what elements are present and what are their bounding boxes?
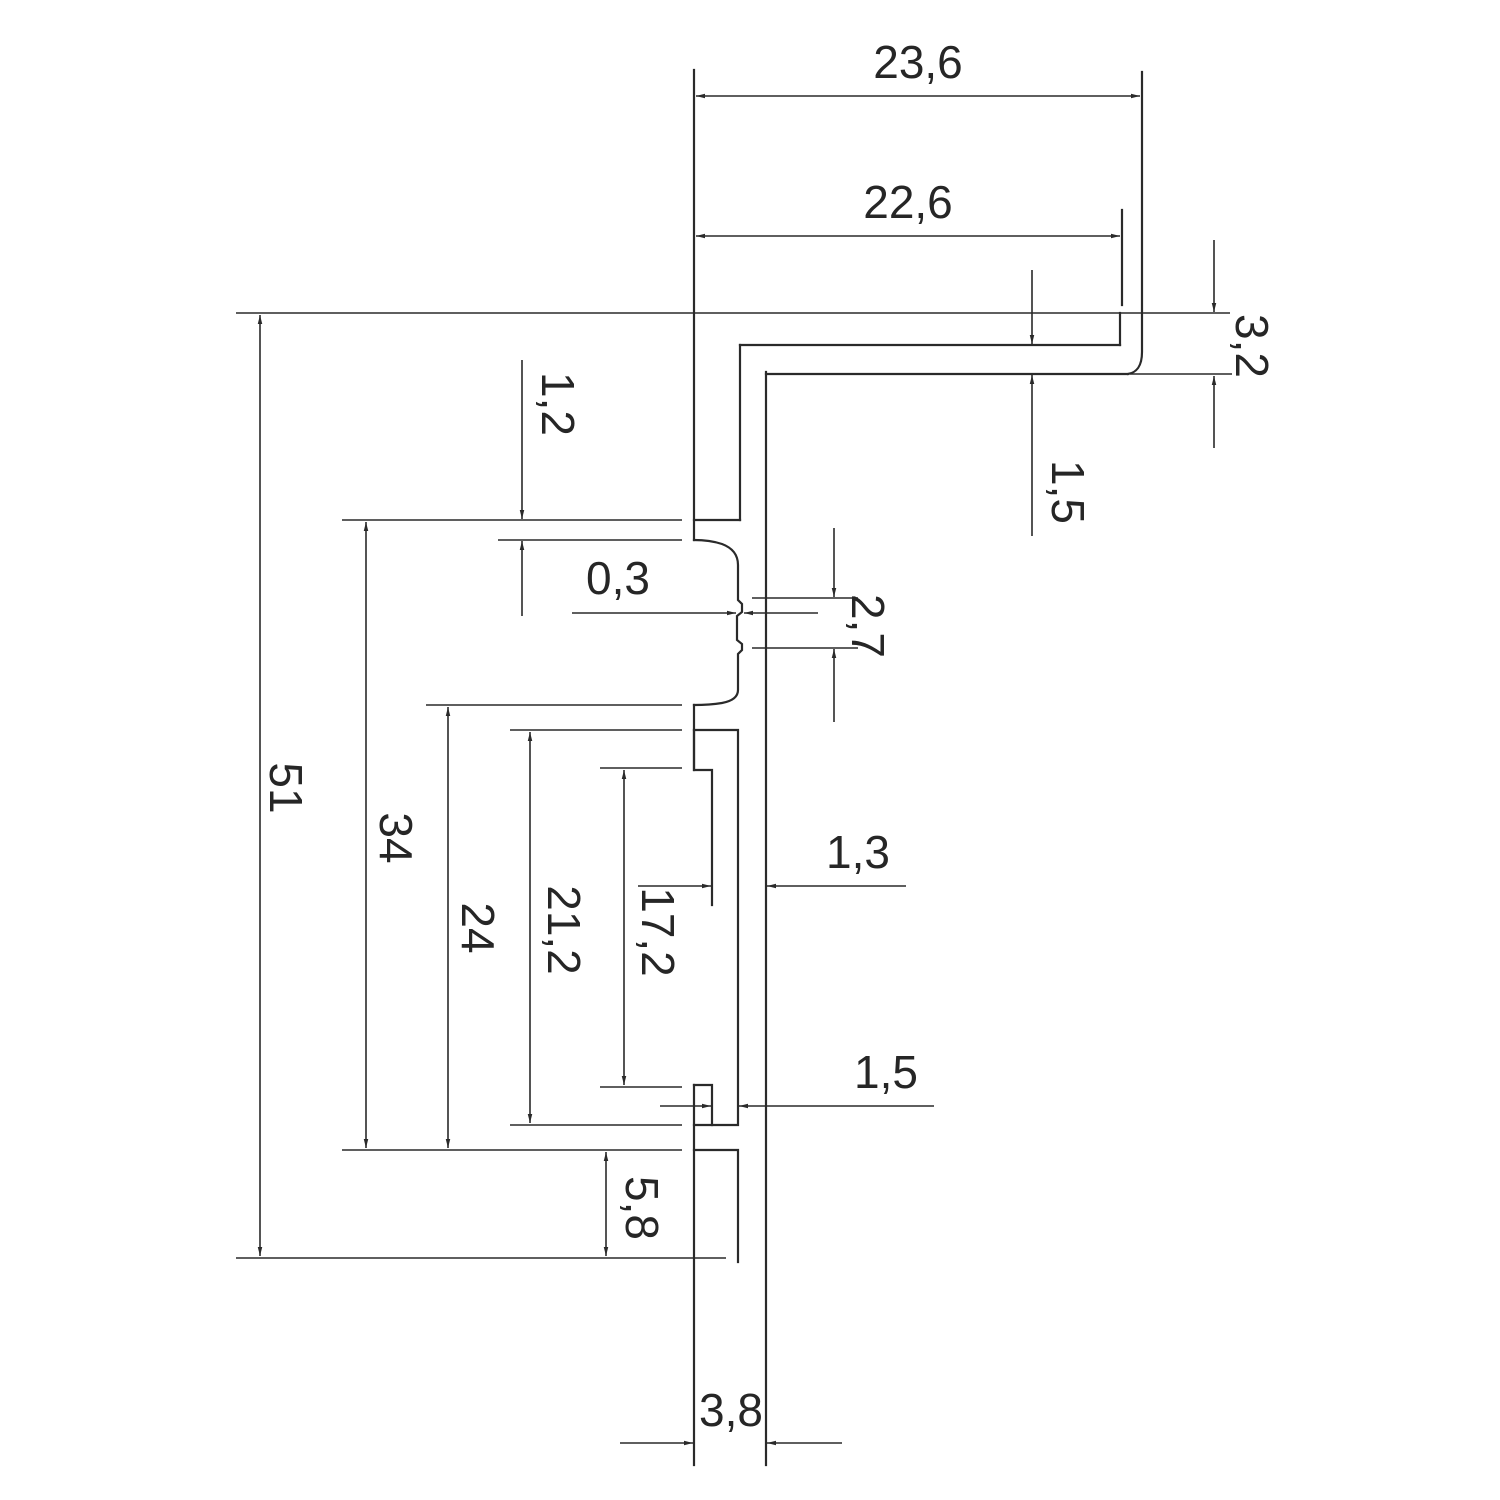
profile-outline bbox=[692, 68, 1144, 1467]
dimension-lines bbox=[257, 93, 1217, 1446]
extension-lines bbox=[236, 312, 1232, 1259]
label-1-3: 1,3 bbox=[826, 826, 890, 878]
dimension-labels: 23,6 22,6 3,2 1,5 1,2 0,3 2,7 51 34 24 2… bbox=[260, 36, 1278, 1436]
label-0-3: 0,3 bbox=[586, 552, 650, 604]
label-17-2: 17,2 bbox=[632, 887, 684, 977]
label-1-5-flange: 1,5 bbox=[1042, 460, 1094, 524]
label-1-5-wall: 1,5 bbox=[854, 1046, 918, 1098]
label-23-6: 23,6 bbox=[873, 36, 963, 88]
label-3-2: 3,2 bbox=[1226, 314, 1278, 378]
label-1-2: 1,2 bbox=[532, 372, 584, 436]
label-2-7: 2,7 bbox=[842, 594, 894, 658]
label-22-6: 22,6 bbox=[863, 176, 953, 228]
label-51: 51 bbox=[260, 762, 312, 813]
label-21-2: 21,2 bbox=[538, 885, 590, 975]
label-3-8: 3,8 bbox=[699, 1384, 763, 1436]
label-5-8: 5,8 bbox=[616, 1176, 668, 1240]
label-24: 24 bbox=[452, 902, 504, 953]
label-34: 34 bbox=[370, 812, 422, 863]
